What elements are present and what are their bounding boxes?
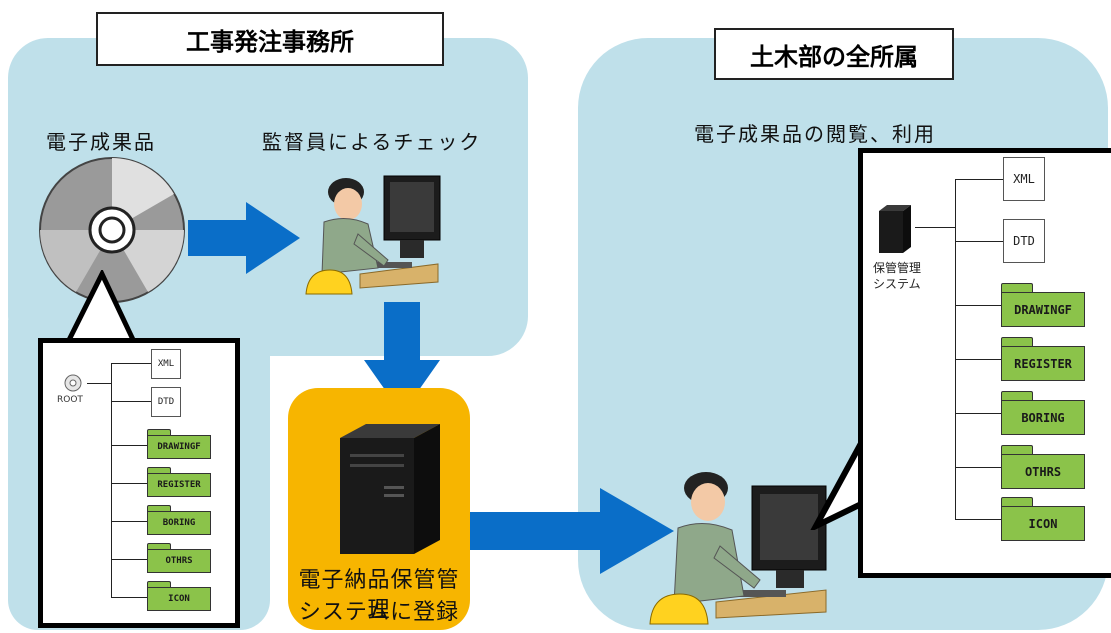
civil-title: 土木部の全所属 — [714, 28, 954, 80]
folder-icon: ICON — [1001, 497, 1085, 541]
office-title: 工事発注事務所 — [96, 12, 444, 66]
root-label-line2: システム — [873, 277, 921, 291]
dtd-file-icon: DTD — [1003, 219, 1045, 263]
folder-boring-label: BORING — [1001, 400, 1085, 435]
product-label: 電子成果品 — [46, 130, 156, 154]
folder-icon: REGISTER — [1001, 337, 1085, 381]
folder-icon: OTHRS — [147, 543, 211, 573]
xml-file-icon: XML — [1003, 157, 1045, 201]
dtd-file-icon: DTD — [151, 387, 181, 417]
folder-othrs-label: OTHRS — [1001, 454, 1085, 489]
folder-icon: OTHRS — [1001, 445, 1085, 489]
folder-boring-label: BORING — [147, 511, 211, 535]
folder-register-label: REGISTER — [147, 473, 211, 497]
folder-othrs-label: OTHRS — [147, 549, 211, 573]
user-worker-icon — [649, 472, 827, 625]
tree-branch — [955, 359, 1001, 360]
server-icon — [879, 205, 911, 253]
folder-drawingf-label: DRAWINGF — [1001, 292, 1085, 327]
folder-drawingf-label: DRAWINGF — [147, 435, 211, 459]
xml-file-icon: XML — [151, 349, 181, 379]
folder-icon-label: ICON — [1001, 506, 1085, 541]
tree-branch — [111, 445, 147, 446]
tree-branch — [111, 363, 151, 364]
arrow-right-icon — [188, 202, 300, 274]
root-label-line1: 保管管理 — [873, 261, 922, 275]
file-tree-left: ROOT XML DTD DRAWINGF REGISTER BORING OT… — [38, 338, 240, 628]
folder-icon-label: ICON — [147, 587, 211, 611]
arrow-right-icon — [468, 488, 674, 574]
folder-icon: DRAWINGF — [1001, 283, 1085, 327]
tree-branch — [955, 519, 1001, 520]
tree-branch — [87, 383, 111, 384]
tree-branch — [111, 521, 147, 522]
tree-branch — [111, 401, 151, 402]
tree-branch — [915, 227, 955, 228]
folder-icon: BORING — [1001, 391, 1085, 435]
folder-register-label: REGISTER — [1001, 346, 1085, 381]
folder-icon: REGISTER — [147, 467, 211, 497]
folder-icon: ICON — [147, 581, 211, 611]
tree-branch — [955, 241, 1003, 242]
registration-line2: システムに登録 — [298, 600, 460, 625]
inspector-worker-icon — [305, 175, 441, 295]
tree-branch — [111, 559, 147, 560]
root-disc-icon — [64, 374, 82, 392]
tree-branch — [111, 363, 112, 597]
folder-icon: DRAWINGF — [147, 429, 211, 459]
arrow-down-icon — [364, 302, 440, 414]
file-tree-right: 保管管理 システム XML DTD DRAWINGF REGISTER BORI… — [858, 148, 1111, 578]
tree-branch — [955, 413, 1001, 414]
tree-branch — [955, 179, 956, 519]
tree-branch — [955, 467, 1001, 468]
tree-branch — [955, 179, 1003, 180]
tree-branch — [955, 305, 1001, 306]
tree-branch — [111, 597, 147, 598]
folder-icon: BORING — [147, 505, 211, 535]
registration-line1: 電子納品保管管理 — [298, 568, 460, 623]
server-icon — [340, 424, 440, 554]
tree-branch — [111, 483, 147, 484]
check-label: 監督員によるチェック — [262, 130, 482, 154]
view-label: 電子成果品の閲覧、利用 — [694, 122, 936, 146]
cd-disc-icon — [39, 157, 185, 303]
root-label: ROOT — [57, 395, 83, 405]
